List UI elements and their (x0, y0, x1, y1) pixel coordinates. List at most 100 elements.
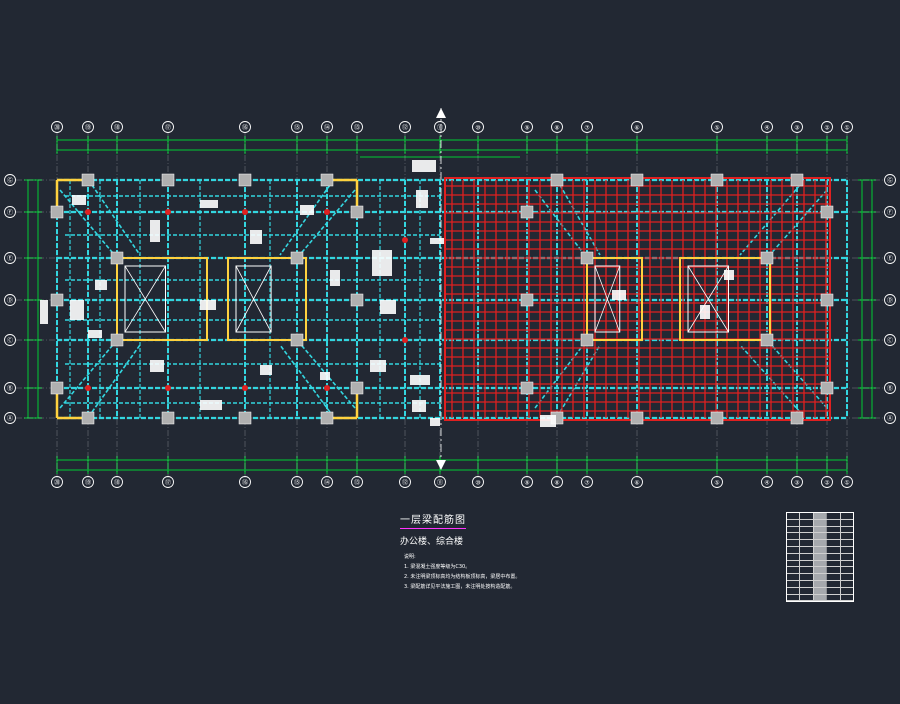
beam-annotations (40, 160, 734, 427)
axis-bubble-circle (111, 121, 123, 133)
axis-bubble-left: Ⓓ (4, 294, 16, 306)
axis-bubble-label: ② (824, 480, 830, 487)
column (520, 205, 534, 219)
axis-bubble-bottom: ⑳ (51, 476, 63, 488)
axis-bubble-circle (291, 121, 303, 133)
axis-bubble-bottom: ⑬ (351, 476, 363, 488)
axis-bubble-top: ⑭ (321, 121, 333, 133)
axis-bubble-circle (884, 334, 896, 346)
axis-bubble-top: ⑯ (239, 121, 251, 133)
table-cell (813, 587, 828, 594)
beam-label (200, 200, 218, 208)
axis-bubble-label: ⑨ (524, 125, 529, 132)
table-cell (787, 580, 801, 587)
table-row (787, 540, 853, 547)
axis-bubble-top: ⑥ (631, 121, 643, 133)
axis-bubble-circle (82, 121, 94, 133)
axis-bubble-circle (472, 476, 484, 488)
shaft-cross (235, 265, 272, 333)
axis-bubble-bottom: ⑰ (162, 476, 174, 488)
column (710, 411, 724, 425)
table-cell (827, 587, 841, 594)
axis-bubble-label: ⑱ (114, 479, 120, 487)
axis-bubble-circle (162, 476, 174, 488)
table-cell (800, 540, 814, 546)
beam-label (260, 365, 272, 375)
axis-bubble-left: Ⓖ (4, 174, 16, 186)
column (790, 411, 804, 425)
axis-bubble-top: ⑮ (291, 121, 303, 133)
axis-bubble-right: Ⓐ (884, 412, 896, 424)
axis-bubble-label: ⑳ (54, 479, 60, 487)
beam-label (430, 418, 440, 426)
column (520, 381, 534, 395)
notes-heading: 说明: (404, 554, 416, 560)
table-cell (800, 533, 814, 540)
axis-bubble-bottom: ⑭ (321, 476, 333, 488)
column (161, 411, 175, 425)
table-cell (813, 513, 828, 519)
axis-bubble-circle (162, 121, 174, 133)
column (50, 381, 64, 395)
axis-bubble-label: Ⓖ (887, 177, 893, 185)
axis-bubble-circle (631, 476, 643, 488)
axis-bubble-label: Ⓕ (7, 209, 13, 217)
axis-bubble-bottom: ⑲ (82, 476, 94, 488)
axis-bubble-label: Ⓐ (887, 415, 893, 423)
axis-bubble-bottom: ⑮ (291, 476, 303, 488)
axis-bubble-circle (4, 412, 16, 424)
table-cell (841, 513, 853, 519)
column (81, 411, 95, 425)
table-cell (827, 519, 841, 526)
axis-bubble-label: ⑬ (354, 479, 360, 487)
beam-label (370, 360, 386, 372)
axis-bubble-circle (821, 476, 833, 488)
diagonal-beam-line (279, 184, 331, 256)
axis-bubble-label: ⑨ (524, 480, 529, 487)
axis-bubble-label: ⑳ (54, 124, 60, 132)
table-cell (841, 533, 853, 539)
axis-bubble-circle (291, 476, 303, 488)
table-cell (813, 594, 828, 601)
axis-bubble-label: ⑮ (294, 124, 300, 132)
beam-label (88, 330, 102, 338)
column (350, 293, 364, 307)
axis-bubble-left: Ⓔ (4, 252, 16, 264)
dimension-lines (24, 136, 876, 474)
axis-bubble-label: ⑩ (475, 480, 480, 487)
table-cell (827, 567, 841, 574)
axis-bubble-label: ⑪ (437, 124, 443, 132)
axis-bubble-label: ③ (794, 125, 799, 132)
axis-bubble-circle (4, 382, 16, 394)
drawing-title: 一层梁配筋图 (400, 511, 466, 529)
diagonal-beam-line (534, 189, 588, 259)
table-cell (787, 519, 801, 526)
table-cell (787, 526, 801, 533)
table-cell (827, 560, 841, 567)
axis-bubble-circle (884, 412, 896, 424)
table-cell (813, 560, 828, 567)
axis-bubble-circle (884, 206, 896, 218)
table-cell (787, 560, 801, 567)
column (238, 173, 252, 187)
axis-bubble-circle (581, 121, 593, 133)
axis-bubble-top: ⑪ (434, 121, 446, 133)
table-row (787, 519, 853, 527)
beam-label (95, 280, 107, 290)
column-marker (165, 209, 171, 215)
axis-bubble-label: Ⓒ (7, 337, 13, 345)
note-line: 2. 未注明梁顶标高均为结构板顶标高，梁居中布置。 (404, 574, 521, 580)
axis-bubble-left: Ⓕ (4, 206, 16, 218)
table-cell (841, 588, 853, 594)
axis-bubble-label: ① (844, 125, 849, 132)
column-marker (402, 237, 408, 243)
axis-bubble-label: ⑩ (475, 125, 480, 132)
axis-bubble-label: ⑦ (584, 125, 590, 132)
axis-bubble-label: ⑥ (634, 125, 639, 132)
axis-bubble-circle (551, 476, 563, 488)
axis-bubble-circle (711, 476, 723, 488)
column (320, 173, 334, 187)
column-marker (165, 385, 171, 391)
column (760, 251, 774, 265)
